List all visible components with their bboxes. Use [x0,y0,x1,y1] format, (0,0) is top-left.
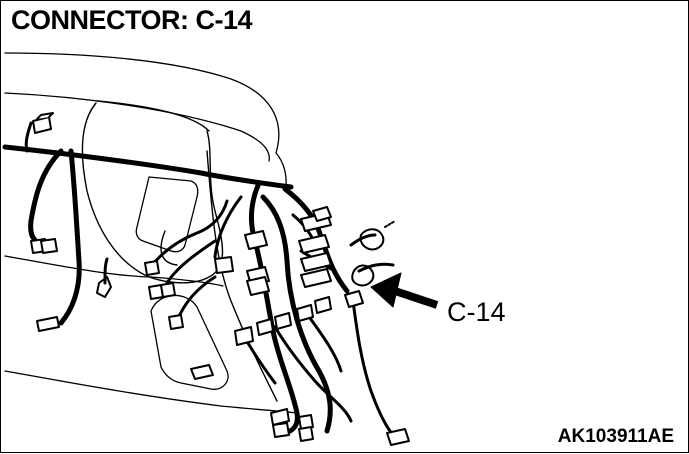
connector-lamp-b [190,364,214,380]
connector-lamp-a [168,314,184,330]
connector-left-mid [30,238,58,254]
connectors [30,112,410,446]
connector-bottom-a [270,408,290,438]
connector-bottom-b [298,414,314,442]
connector-center-b [148,282,176,300]
connector-row-2 [296,296,332,322]
body-panel-outline [4,52,298,414]
connector-left-top [32,112,54,134]
connector-bottom-right [386,428,410,446]
connector-left-low [36,316,60,332]
connector-center-c [214,256,234,274]
connector-c14-target [344,290,364,308]
main-harness [2,144,350,436]
callout-label-c14: C-14 [447,297,506,327]
connector-center-a [144,260,160,276]
connector-upper-cluster [298,206,332,288]
figure-code: AK103911AE [557,426,674,447]
grommets [96,220,396,298]
page-title: CONNECTOR: C-14 [11,5,253,35]
callout-arrow [370,272,439,309]
connector-stack-2 [246,276,270,296]
connector-row-1 [234,312,292,346]
